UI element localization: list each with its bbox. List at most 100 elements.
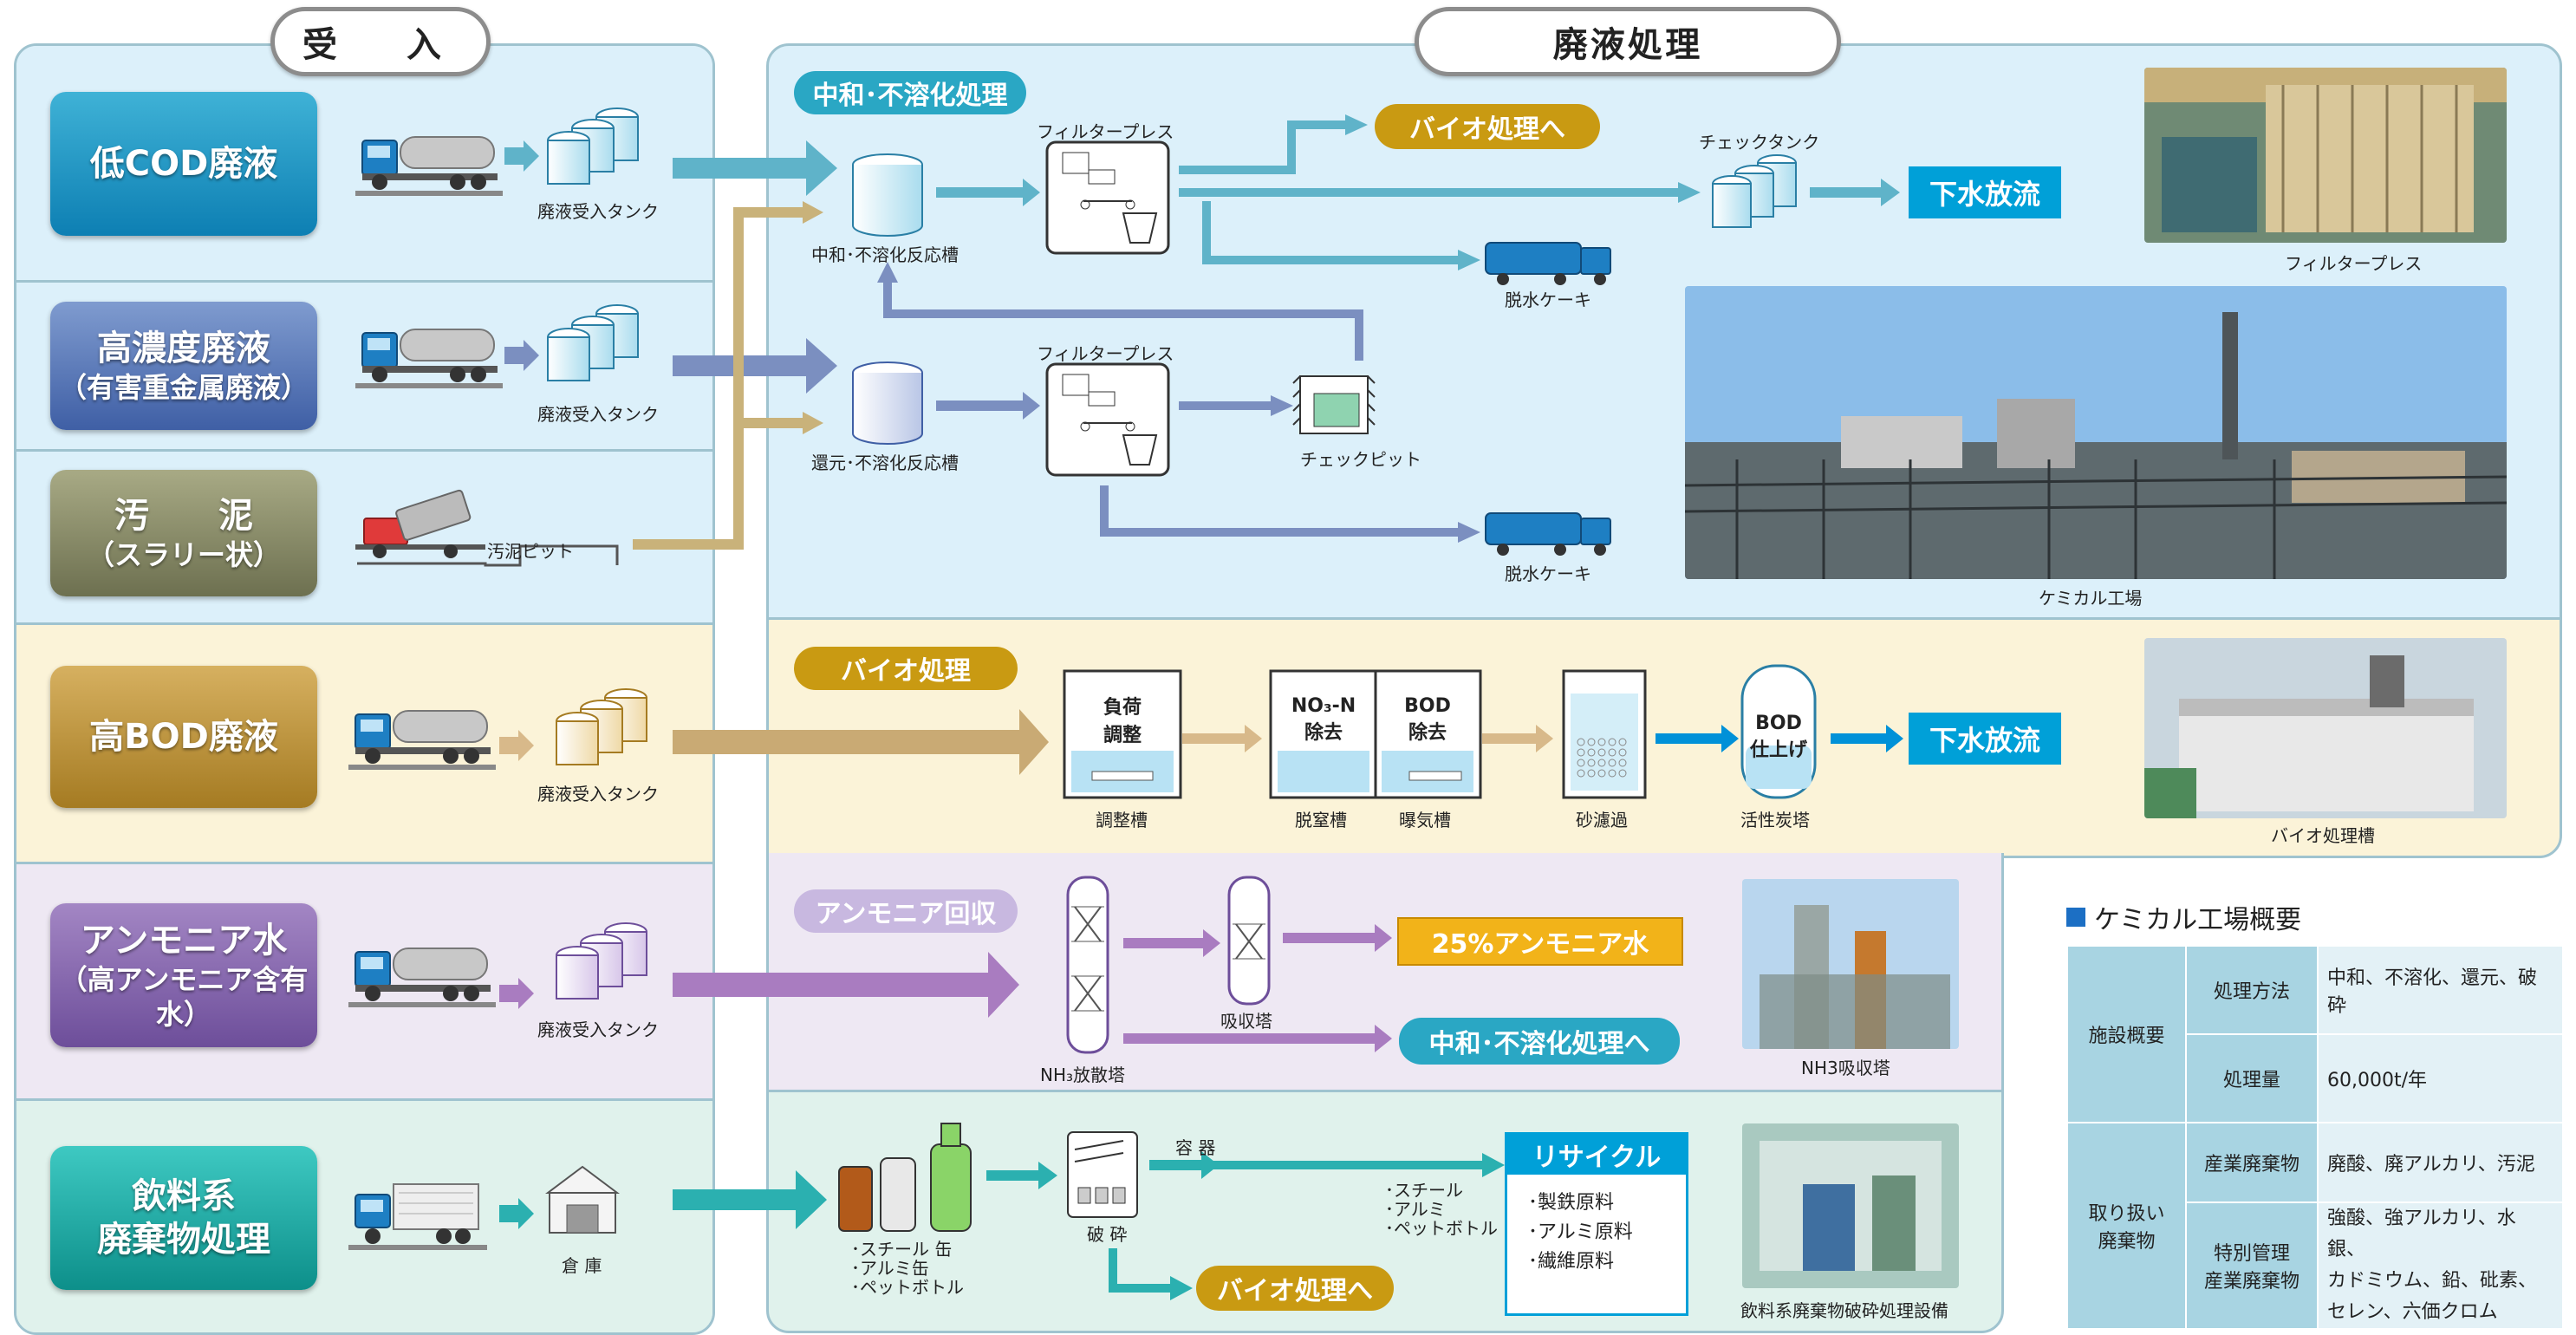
- beverage-inputs-label: ･スチール 缶 ･アルミ缶 ･ペットボトル: [851, 1239, 964, 1298]
- overview-title-text: ケミカル工場概要: [2094, 905, 2302, 935]
- denitrify-aeration-tank-icon: [1269, 669, 1482, 799]
- table-cell-category: 施設概要: [2066, 945, 2187, 1123]
- tank-cluster-icon: [556, 688, 647, 765]
- table-cell-value: 中和、不溶化、還元、破砕: [2317, 945, 2564, 1035]
- intake-tank-label: 廃液受入タンク: [537, 784, 659, 804]
- ammonia-product-box: 25%アンモニア水: [1397, 917, 1683, 966]
- recycle-title: リサイクル: [1507, 1135, 1686, 1175]
- reactor1-label: 中和･不溶化反応槽: [811, 244, 959, 265]
- absorber-label: 吸収塔: [1220, 1011, 1272, 1032]
- neutral-tag: 中和･不溶化処理: [794, 71, 1026, 114]
- cake-label: 脱水ケーキ: [1505, 290, 1591, 310]
- stripper-tower-icon: [1066, 876, 1109, 1054]
- category-ammonia: アンモニア水 （高アンモニア含有水）: [50, 903, 317, 1047]
- cake-truck-icon: [1485, 512, 1611, 556]
- intake-tank-label: 廃液受入タンク: [537, 404, 659, 425]
- truck-icon: [348, 710, 497, 771]
- check-pit-icon: [1292, 375, 1376, 434]
- reactor-tank-icon: [852, 361, 923, 445]
- intake-tank-label: 廃液受入タンク: [537, 201, 659, 222]
- warehouse-label: 倉 庫: [562, 1255, 602, 1276]
- truck-icon: [348, 948, 497, 1008]
- check-pit-label: チェックピット: [1300, 449, 1421, 470]
- intake-header: 受 入: [270, 7, 491, 76]
- discharge-box: 下水放流: [1909, 166, 2061, 218]
- category-label: 低COD廃液: [89, 144, 278, 184]
- filter-press-icon: [1045, 362, 1170, 477]
- beverage-crusher-image: [1742, 1123, 1959, 1288]
- filter-press-photo: [2144, 68, 2507, 243]
- category-label: 飲料系: [132, 1176, 236, 1216]
- intake-tank-label: 廃液受入タンク: [537, 1019, 659, 1040]
- sludge-pit-label: 汚泥ピット: [487, 541, 574, 562]
- category-label: アンモニア水: [80, 921, 288, 961]
- table-cell-category: 取り扱い 廃棄物: [2066, 1122, 2187, 1330]
- bio-tank-caption: バイオ処理槽: [2271, 825, 2375, 846]
- table-row: 処理量 60,000t/年: [2067, 1033, 2564, 1123]
- table-cell-label: 処理方法: [2185, 945, 2319, 1035]
- overview-table: 施設概要 処理方法 中和、不溶化、還元、破砕 処理量 60,000t/年 取り扱…: [2066, 945, 2564, 1330]
- check-tank-cluster-icon: [1712, 154, 1797, 228]
- chemical-plant-image: [1685, 286, 2507, 579]
- adjust-box-label: 負荷 調整: [1103, 697, 1142, 746]
- bio-tank-image: [2144, 638, 2507, 818]
- table-cell-value: 廃酸、廃アルカリ、汚泥: [2317, 1122, 2564, 1203]
- no3-box-label: NO₃-N 除去: [1291, 694, 1356, 744]
- category-sublabel: 廃棄物処理: [97, 1220, 270, 1260]
- treatment-header: 廃液処理: [1415, 7, 1841, 76]
- sand-filter-icon: [1562, 669, 1647, 799]
- category-label: 高濃度廃液: [97, 329, 270, 368]
- dump-truck-icon: [355, 489, 619, 567]
- bod-box-label: BOD 除去: [1404, 694, 1451, 744]
- category-sludge: 汚 泥 （スラリー状）: [50, 470, 317, 596]
- overview-panel: ケミカル工場概要 施設概要 処理方法 中和、不溶化、還元、破砕 処理量 60,0…: [2066, 898, 2564, 1330]
- category-high-bod: 高BOD廃液: [50, 666, 317, 808]
- adjust-tank-icon: [1063, 669, 1182, 799]
- overview-title: ケミカル工場概要: [2066, 898, 2564, 936]
- category-label: 汚 泥: [114, 496, 253, 536]
- to-neutral-tag: 中和･不溶化処理へ: [1399, 1018, 1680, 1065]
- bio-tag: バイオ処理: [794, 647, 1018, 690]
- plant-photo: [1685, 286, 2507, 579]
- reactor-tank-icon: [852, 153, 923, 237]
- category-sublabel: （有害重金属廃液）: [58, 371, 309, 404]
- carbon-box-label: BOD 仕上げ: [1749, 712, 1807, 761]
- table-row: 施設概要 処理方法 中和、不溶化、還元、破砕: [2066, 945, 2564, 1123]
- stripper-label: NH₃放散塔: [1040, 1065, 1126, 1085]
- bio-tank-photo: [2144, 638, 2507, 818]
- table-cell-value: 強酸、強アルカリ、水銀、 カドミウム、鉛、砒素、 セレン、六価クロム: [2317, 1202, 2564, 1330]
- nh3-caption: NH3吸収塔: [1801, 1058, 1890, 1078]
- table-cell-label: 特別管理 産業廃棄物: [2185, 1202, 2319, 1330]
- absorber-tower-icon: [1227, 876, 1271, 1006]
- beverage-to-bio-tag: バイオ処理へ: [1196, 1266, 1394, 1311]
- recycle-box: リサイクル ･製鉄原料 ･アルミ原料 ･繊維原料: [1505, 1132, 1688, 1316]
- container-label: 容 器: [1175, 1137, 1216, 1158]
- sand-filter-label: 砂濾過: [1576, 810, 1628, 830]
- table-row: 取り扱い 廃棄物 産業廃棄物 廃酸、廃アルカリ、汚泥: [2066, 1122, 2564, 1330]
- table-cell-label: 処理量: [2185, 1033, 2319, 1123]
- adjust-tank-label: 調整槽: [1096, 810, 1148, 830]
- discharge-box: 下水放流: [1909, 713, 2061, 765]
- filter-press-caption: フィルタープレス: [2285, 253, 2423, 274]
- filter-press-label: フィルタープレス: [1037, 121, 1174, 142]
- tank-cluster-icon: [547, 304, 639, 381]
- truck-icon: [355, 329, 504, 389]
- table-cell-value: 60,000t/年: [2317, 1033, 2564, 1123]
- filter-press-image: [2144, 68, 2507, 243]
- box-truck-icon: [348, 1183, 487, 1250]
- to-bio-tag: バイオ処理へ: [1375, 104, 1600, 149]
- crusher-icon: [1067, 1131, 1138, 1218]
- category-high-concentration: 高濃度廃液 （有害重金属廃液）: [50, 302, 317, 430]
- carbon-label: 活性炭塔: [1740, 810, 1810, 830]
- category-sublabel: （高アンモニア含有水）: [59, 963, 309, 1031]
- cake-truck-icon: [1485, 242, 1611, 285]
- filter-press-label: フィルタープレス: [1037, 343, 1174, 364]
- filter-press-icon: [1045, 140, 1170, 255]
- reactor2-label: 還元･不溶化反応槽: [811, 453, 959, 473]
- table-cell-label: 産業廃棄物: [2185, 1122, 2319, 1203]
- square-bullet-icon: [2066, 908, 2085, 927]
- carbon-tower-icon: [1740, 664, 1817, 799]
- ammonia-tag: アンモニア回収: [794, 889, 1018, 933]
- check-tank-label: チェックタンク: [1699, 132, 1820, 153]
